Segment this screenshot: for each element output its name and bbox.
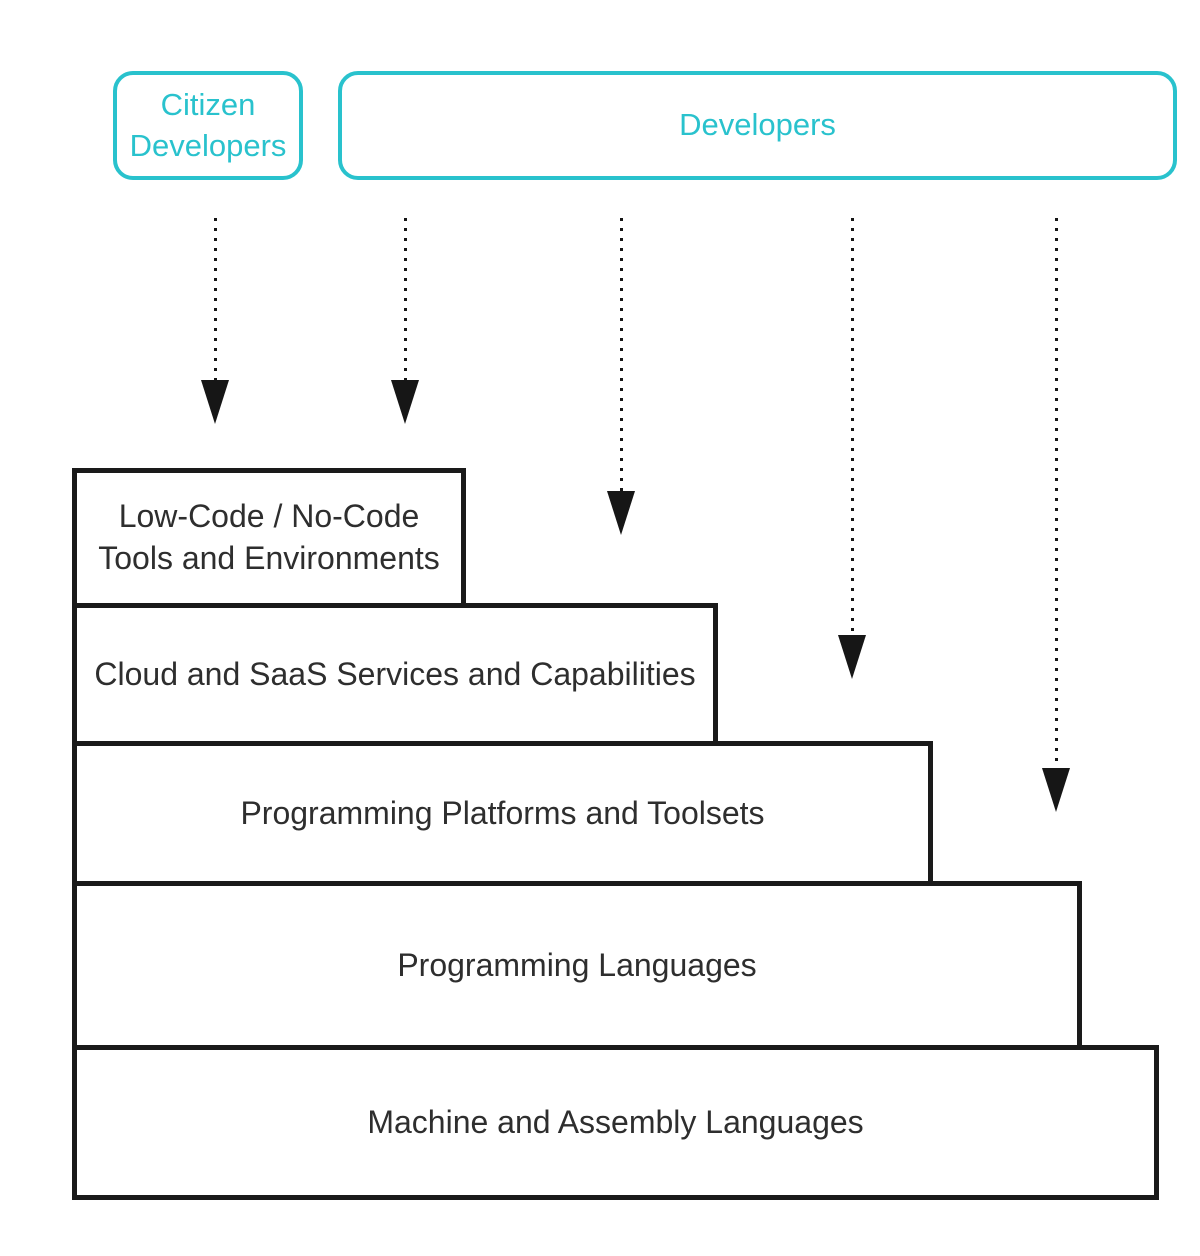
arrow-line [403, 218, 407, 380]
layer-label-line2: Tools and Environments [98, 540, 440, 576]
layer-label: Cloud and SaaS Services and Capabilities [94, 655, 696, 692]
arrowhead-icon [1042, 768, 1070, 812]
arrowhead-icon [391, 380, 419, 424]
layer-programming-languages-box: Programming Languages [72, 881, 1082, 1050]
layer-label: Programming Languages [397, 946, 757, 983]
dotted-arrow-5 [1042, 218, 1070, 812]
layer-machine-assembly-box: Machine and Assembly Languages [72, 1045, 1159, 1200]
developers-label: Developers [679, 107, 836, 143]
dotted-arrow-1 [201, 218, 229, 424]
layer-label-line1: Low-Code / No-Code [118, 498, 420, 535]
arrow-line [213, 218, 217, 380]
dotted-arrow-2 [391, 218, 419, 424]
dotted-arrow-4 [838, 218, 866, 679]
arrowhead-icon [607, 491, 635, 535]
citizen-developers-label: Citizen Developers [129, 86, 287, 163]
layer-lowcode-nocode-box: Low-Code / No-Code Tools and Environment… [72, 468, 466, 608]
arrow-line [850, 218, 854, 635]
layer-label: Programming Platforms and Toolsets [240, 794, 765, 831]
arrowhead-icon [838, 635, 866, 679]
layer-platforms-toolsets-box: Programming Platforms and Toolsets [72, 741, 933, 886]
developers-box: Developers [338, 71, 1177, 180]
citizen-developers-box: Citizen Developers [113, 71, 303, 180]
layer-cloud-saas-box: Cloud and SaaS Services and Capabilities [72, 603, 718, 746]
arrow-line [619, 218, 623, 491]
dotted-arrow-3 [607, 218, 635, 535]
layer-label: Machine and Assembly Languages [367, 1103, 864, 1140]
arrow-line [1054, 218, 1058, 768]
arrowhead-icon [201, 380, 229, 424]
